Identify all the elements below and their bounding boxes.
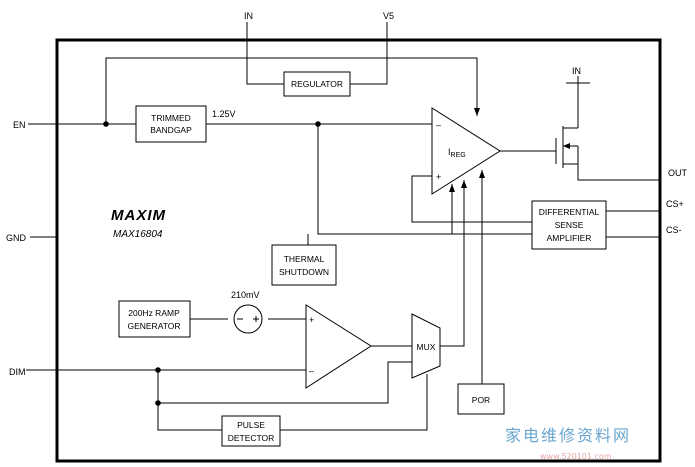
diff-amp-block: DIFFERENTIAL SENSE AMPLIFIER (531, 200, 617, 250)
junction-dim (155, 367, 161, 373)
part-number: MAX16804 (113, 229, 163, 240)
chip-outline (55, 38, 662, 463)
ireg-label: IREG (448, 147, 466, 159)
diff-amp-label-3: AMPLIFIER (547, 233, 592, 243)
mux-block: MUX (411, 313, 441, 379)
pwm-comparator: + – (305, 304, 372, 389)
pulse-block: PULSE DETECTOR (221, 415, 281, 447)
watermark-cn: 家电维修资料网 (505, 426, 631, 445)
mux-label: MUX (417, 342, 436, 352)
por-label: POR (472, 395, 490, 405)
pin-dim: DIM (9, 367, 26, 377)
pin-in-fet: IN (572, 66, 581, 76)
comparator-plus: + (309, 315, 314, 325)
error-amp-minus: – (436, 120, 441, 130)
pin-v5: V5 (383, 11, 394, 21)
junction-dim-2 (155, 400, 161, 406)
pin-cs-minus: CS- (666, 225, 682, 235)
offset-source: 210mV (231, 290, 263, 334)
por-block: POR (457, 383, 505, 415)
pin-en: EN (13, 120, 26, 130)
pin-in-top: IN (244, 11, 253, 21)
thermal-label-1: THERMAL (284, 254, 325, 264)
pin-out: OUT (668, 168, 688, 178)
thermal-block: THERMAL SHUTDOWN (271, 244, 337, 286)
ref-voltage-label: 1.25V (212, 109, 236, 119)
regulator-label: REGULATOR (291, 79, 343, 89)
arrow-thermal (449, 184, 455, 192)
thermal-label-2: SHUTDOWN (279, 267, 329, 277)
offset-label: 210mV (231, 290, 260, 300)
maxim-logo: MAXIM (111, 207, 166, 224)
ramp-label-1: 200Hz RAMP (128, 308, 180, 318)
pin-cs-plus: CS+ (666, 199, 684, 209)
bandgap-block: TRIMMED BANDGAP (135, 105, 207, 143)
mosfet (555, 126, 579, 168)
arrow-mux (461, 180, 467, 188)
error-amplifier: – + IREG (431, 107, 501, 195)
pulse-label-2: DETECTOR (228, 433, 275, 443)
junction-en (103, 121, 109, 127)
arrow-por (479, 170, 485, 178)
regulator-block: REGULATOR (283, 71, 351, 97)
ramp-label-2: GENERATOR (127, 321, 180, 331)
watermark-url: www.520101.com (540, 452, 612, 461)
pin-gnd: GND (6, 233, 27, 243)
diff-amp-label-1: DIFFERENTIAL (539, 207, 600, 217)
ramp-block: 200Hz RAMP GENERATOR (118, 300, 191, 338)
bandgap-label-2: BANDGAP (150, 125, 192, 135)
error-amp-plus: + (436, 172, 441, 182)
arrow-en (474, 108, 480, 116)
comparator-minus: – (309, 366, 314, 376)
junction-ref (315, 121, 321, 127)
bandgap-label-1: TRIMMED (151, 113, 191, 123)
diff-amp-label-2: SENSE (555, 220, 584, 230)
pulse-label-1: PULSE (237, 420, 265, 430)
